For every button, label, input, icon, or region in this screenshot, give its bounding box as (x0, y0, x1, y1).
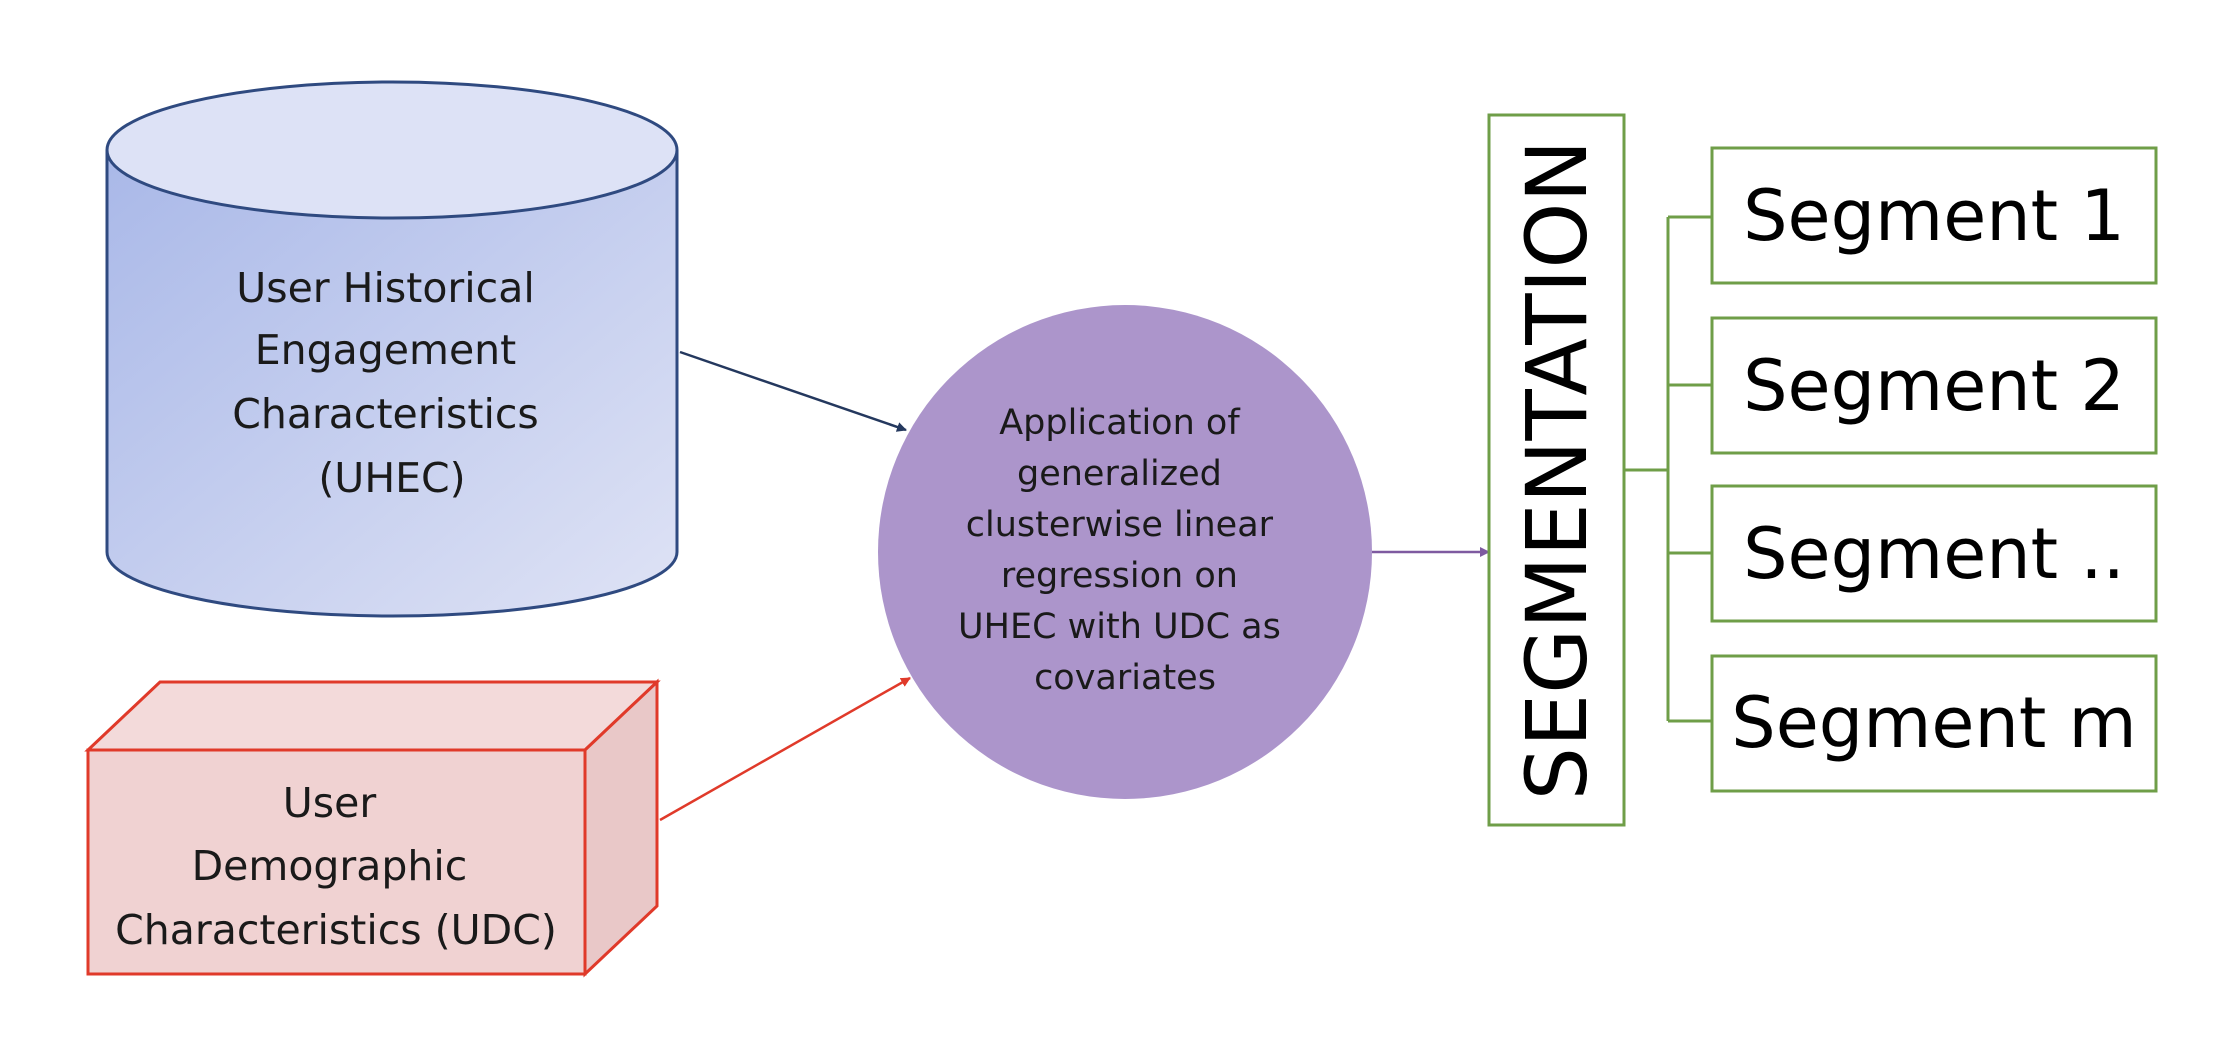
method-circle: Application of generalized clusterwise l… (878, 305, 1372, 799)
uhec-line: User Historical (236, 264, 535, 312)
method-line: Application of (999, 403, 1240, 443)
arrow-uhec-to-method (679, 350, 907, 432)
method-label: Application of generalized clusterwise l… (958, 403, 1292, 698)
udc-box: User Demographic Characteristics (UDC) (84, 678, 661, 978)
uhec-line: (UHEC) (318, 454, 465, 502)
segment-item: Segment m (1710, 654, 2158, 793)
method-line: covariates (1034, 658, 1216, 698)
segment-box (1710, 654, 2158, 793)
segment-item: Segment .. (1710, 484, 2158, 623)
segment-box (1710, 484, 2158, 623)
uhec-cylinder: User Historical Engagement Characteristi… (105, 80, 679, 618)
method-line: UHEC with UDC as (958, 607, 1281, 647)
segmentation-label: SEGMENTATION (1508, 140, 1606, 801)
segment-item: Segment 1 (1710, 146, 2158, 285)
segment-label: Segment .. (1743, 513, 2125, 595)
segmentation-box: SEGMENTATION (1487, 113, 1626, 827)
udc-label: User Demographic Characteristics (UDC) (115, 779, 557, 954)
cylinder-top (105, 80, 679, 220)
box-front-face (86, 748, 587, 976)
method-line: generalized (1017, 454, 1222, 494)
udc-line: User (283, 779, 377, 827)
segment-box (1710, 316, 2158, 455)
segment-label: Segment 1 (1743, 175, 2125, 257)
segment-label: Segment 2 (1743, 345, 2125, 427)
arrow-udc-to-method (659, 676, 911, 822)
segment-box (1710, 146, 2158, 285)
uhec-label: User Historical Engagement Characteristi… (232, 264, 552, 502)
uhec-line: Characteristics (232, 390, 539, 438)
cylinder-body (105, 150, 679, 618)
segment-list: Segment 1 Segment 2 Segment .. Segment m (1710, 146, 2158, 793)
method-line: clusterwise linear (966, 505, 1274, 545)
segment-item: Segment 2 (1710, 316, 2158, 455)
method-line: regression on (1001, 556, 1238, 596)
segment-label: Segment m (1731, 682, 2136, 764)
udc-line: Characteristics (UDC) (115, 906, 557, 954)
method-circle-shape (878, 305, 1372, 799)
box-top-face (84, 680, 661, 752)
uhec-line: Engagement (255, 326, 517, 374)
segment-connectors (1624, 215, 1712, 723)
udc-line: Demographic (192, 842, 468, 890)
